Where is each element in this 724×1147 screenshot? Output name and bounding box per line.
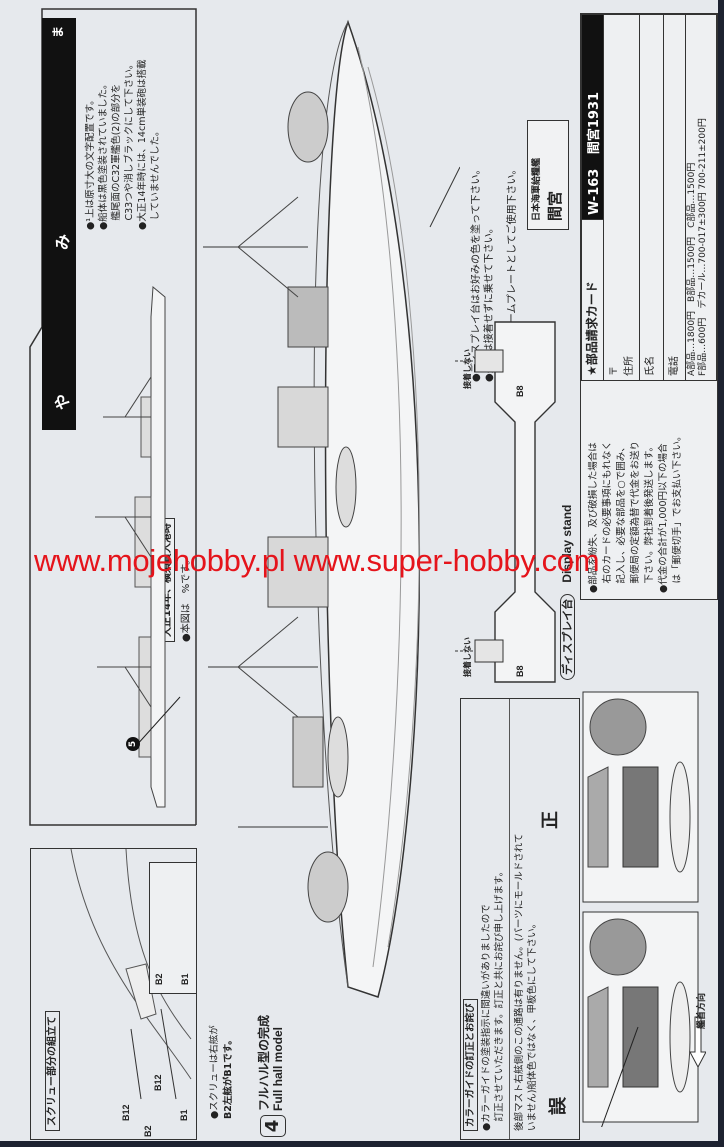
screw-assembly-panel: スクリュー部分の組立て B2 B1 B12 B12 B2 B1 <box>30 848 197 1140</box>
step-number: 4 <box>260 1115 286 1137</box>
note-line: ●大正14年時には、14cm単装砲は搭載 <box>137 59 148 230</box>
note-line: ●船体は黒色塗装されていました。 <box>98 79 109 230</box>
bow-direction-label: 艦首方向 <box>697 992 707 1029</box>
ship-name-band: や み ま <box>42 18 76 430</box>
color-guide-correction-panel: カラーガイドの訂正とお詫び ●カラーガイドの塗装指示に間違いがありましたので 訂… <box>460 698 580 1140</box>
postal-label: 〒 <box>609 366 620 376</box>
part-label: B2 <box>143 1125 153 1137</box>
screw-detail-inset: B2 B1 <box>149 862 197 994</box>
band-char: ま <box>51 25 65 38</box>
full-hull-ship-drawing <box>203 19 460 998</box>
bow-arrow-icon <box>689 1016 706 1069</box>
instruction-line: 郵便局の定額為替で代金をお送り <box>630 440 641 593</box>
part-label-b8: B8 <box>515 385 525 397</box>
background-edge <box>0 1141 724 1147</box>
ship-profile-drawing <box>95 285 181 808</box>
profile-notes: ●¹上は原寸大の文字配置です。 ●船体は黒色塗装されていました。 艦尾面のC32… <box>84 60 162 230</box>
card-form: ★部品請求カード W-163 間宮1931 〒 住所 氏名 電話 A部品…180… <box>581 14 717 381</box>
divider <box>509 699 510 1139</box>
instruction-line: 記入し、必要な部品を○で囲み、 <box>616 442 627 593</box>
wrong-label: 誤 <box>548 1097 569 1115</box>
nameplate: 日本海軍給糧艦 間宮 <box>527 120 569 230</box>
instruction-line: 右のカードの必要事項にもれなく <box>602 440 613 593</box>
deck-diagram-wrong <box>582 911 699 1127</box>
address-field[interactable]: 〒 住所 <box>603 14 640 381</box>
parts-request-card: ●部品を紛失、及び破損した場合は 右のカードの必要事項にもれなく 記入し、必要な… <box>580 13 718 600</box>
band-char: み <box>53 233 72 250</box>
name-label: 氏名 <box>645 356 656 376</box>
phone-label: 電話 <box>669 356 680 376</box>
part-label: B12 <box>121 1104 131 1121</box>
note-line: 艦尾面のC32軍艦色(2)の部分を <box>111 83 122 230</box>
correction-line: 訂正させていただきます。訂正と共にお詫び申し上げます。 <box>494 866 505 1131</box>
name-field[interactable]: 氏名 <box>639 14 664 381</box>
deck-diagrams <box>582 691 706 1127</box>
correction-line: いません)船体色ではなく、甲板色にして下さい。 <box>527 918 538 1131</box>
step-title-en: Full hall model <box>271 1026 285 1111</box>
correction-line: ●カラーガイドの塗装指示に間違いがありましたので <box>481 904 492 1131</box>
note-line: ●¹上は原寸大の文字配置です。 <box>85 95 96 230</box>
deck-diagram-right <box>582 691 699 903</box>
part-label: B1 <box>180 973 190 985</box>
screw-note-line: ●スクリューは右舷が <box>209 1025 220 1119</box>
stern-drawing <box>70 849 192 1100</box>
display-stand-drawing <box>455 321 556 683</box>
callout-5: 5 <box>126 737 140 751</box>
instruction-line: ●代金の合計が1,000円以下の場合 <box>658 443 669 594</box>
watermark-text: www.mojehobby.pl www.super-hobby.com <box>34 543 600 578</box>
product-code: W-163 <box>587 168 602 215</box>
part-label: B2 <box>154 973 164 985</box>
instruction-line: は「郵便切手」でお支払い下さい。 <box>672 431 683 593</box>
no-glue-label: 接着しない <box>463 349 472 389</box>
display-stand-title: ディスプレイ台 Display stand <box>556 505 575 680</box>
band-char: や <box>53 393 72 410</box>
note-line: していませんでした。 <box>150 126 161 230</box>
background-edge <box>718 0 724 1147</box>
phone-field[interactable]: 電話 <box>663 14 686 381</box>
price-list: A部品…1800円 B部品…1500円 C部品…1500円 F部品…600円 デ… <box>685 14 717 381</box>
instruction-line: 下さい。弊社到着後発送します。 <box>644 441 655 593</box>
address-label: 住所 <box>624 356 635 376</box>
product-ship: 間宮1931 <box>587 91 602 155</box>
card-title: ★部品請求カード <box>581 219 604 381</box>
part-label: B1 <box>179 1109 189 1121</box>
correction-title: カラーガイドの訂正とお詫び <box>463 999 478 1131</box>
price-row: A部品…1800円 B部品…1500円 C部品…1500円 <box>687 162 697 376</box>
note-line: C33つや消しブラックにして下さい。 <box>124 59 135 230</box>
step-title-jp: フルハル型の完成 <box>257 1014 271 1111</box>
part-label-b8: B8 <box>515 665 525 677</box>
stand-title-jp: ディスプレイ台 <box>560 593 575 680</box>
card-product-header: W-163 間宮1931 <box>581 14 604 220</box>
part-label: B12 <box>153 1074 163 1091</box>
correction-line: 後部マスト右舷側のこの通路は有りません。(パーツにモールドされて <box>514 833 525 1131</box>
nameplate-line: 間宮 <box>546 190 564 221</box>
right-label: 正 <box>540 811 561 829</box>
card-instructions: ●部品を紛失、及び破損した場合は 右のカードの必要事項にもれなく 記入し、必要な… <box>587 431 685 593</box>
screw-note-line: B2左舷がB1です。 <box>223 1035 234 1119</box>
price-row: F部品…600円 デカール…700-017±300円 700-211±200円 <box>698 118 708 376</box>
no-glue-label: 接着しない <box>463 637 472 677</box>
nameplate-line: 日本海軍給糧艦 <box>532 157 542 221</box>
